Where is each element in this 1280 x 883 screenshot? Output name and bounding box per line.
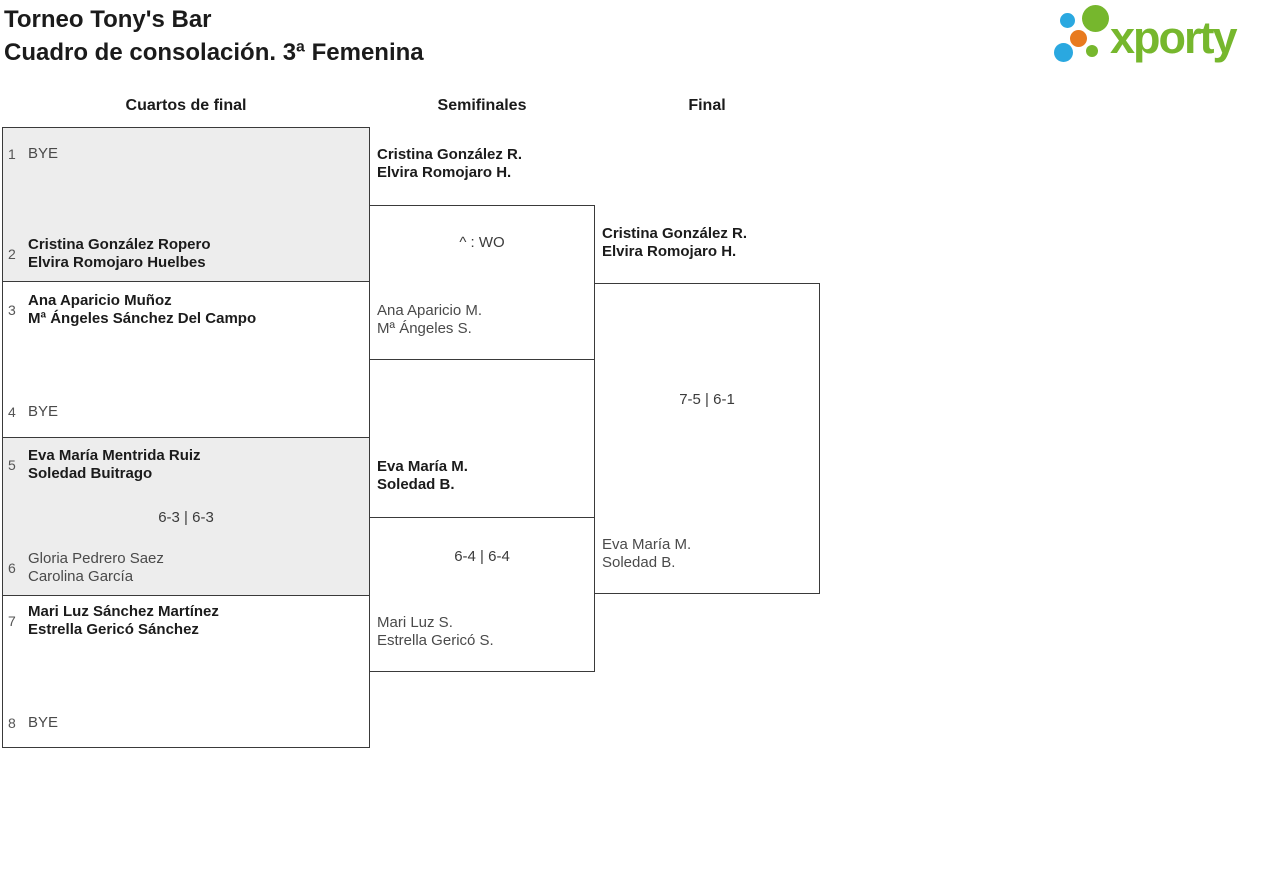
team-names: BYE [28,145,58,163]
team-name-line: BYE [28,714,59,731]
seed-number: 7 [8,613,16,629]
qf3-team-bottom: 6 Gloria Pedrero Saez Carolina García [8,550,164,586]
tournament-name: Torneo Tony's Bar [4,6,212,33]
team-names: Eva María M. Soledad B. [602,536,691,572]
team-name-line: Eva María M. [377,458,468,475]
team-name-line: Mª Ángeles S. [377,320,472,337]
team-name-line: Elvira Romojaro H. [377,164,512,181]
logo-dot-green-large-icon [1082,5,1109,32]
round-header-quarterfinals: Cuartos de final [125,97,247,114]
final-team-top: Cristina González R. Elvira Romojaro H. [602,225,747,261]
logo-dot-green-small-icon [1086,45,1098,57]
qf4-team-bottom: 8 BYE [8,714,58,732]
team-name-line: Ana Aparicio M. [377,302,483,319]
team-name-line: Estrella Gericó Sánchez [28,621,199,638]
qf1-team-bottom: 2 Cristina González Ropero Elvira Romoja… [8,236,211,272]
seed-number: 4 [8,404,16,420]
sf1-score: ^ : WO [459,234,505,251]
logo-dot-blue-top-icon [1060,13,1075,28]
team-names: Mari Luz S. Estrella Gericó S. [377,614,494,650]
team-name-line: Elvira Romojaro Huelbes [28,254,206,271]
seed-number: 5 [8,457,16,473]
team-name-line: BYE [28,145,59,162]
seed-number: 3 [8,302,16,318]
team-names: Cristina González R. Elvira Romojaro H. [377,146,522,182]
seed-number: 2 [8,246,16,262]
semifinal-1-box [369,205,595,360]
bracket-subtitle: Cuadro de consolación. 3ª Femenina [4,39,424,66]
team-names: Ana Aparicio Muñoz Mª Ángeles Sánchez De… [28,292,256,328]
team-name-line: Soledad B. [377,476,455,493]
round-header-semifinals: Semifinales [437,97,527,114]
seed-number: 1 [8,146,16,162]
sf1-team-bottom: Ana Aparicio M. Mª Ángeles S. [377,302,482,338]
team-name-line: Mari Luz Sánchez Martínez [28,603,219,620]
seed-number: 8 [8,715,16,731]
qf3-team-top: 5 Eva María Mentrida Ruiz Soledad Buitra… [8,447,201,483]
sf2-score: 6-4 | 6-4 [454,548,510,565]
team-names: Mari Luz Sánchez Martínez Estrella Geric… [28,603,219,639]
sf2-team-bottom: Mari Luz S. Estrella Gericó S. [377,614,494,650]
quarterfinal-match-1-box [3,128,369,281]
team-name-line: Carolina García [28,568,134,585]
qf4-team-top: 7 Mari Luz Sánchez Martínez Estrella Ger… [8,603,219,639]
team-name-line: Eva María M. [602,536,692,553]
final-team-bottom: Eva María M. Soledad B. [602,536,691,572]
team-name-line: BYE [28,403,59,420]
team-name-line: Mari Luz S. [377,614,453,631]
page-title: Torneo Tony's Bar Cuadro de consolación.… [4,3,424,69]
team-name-line: Mª Ángeles Sánchez Del Campo [28,310,257,327]
team-names: Ana Aparicio M. Mª Ángeles S. [377,302,482,338]
team-name-line: Estrella Gericó S. [377,632,494,649]
logo-dot-blue-bottom-icon [1054,43,1073,62]
team-name-line: Soledad Buitrago [28,465,153,482]
team-names: BYE [28,714,58,732]
team-name-line: Eva María Mentrida Ruiz [28,447,201,464]
final-box [594,283,820,594]
team-name-line: Elvira Romojaro H. [602,243,737,260]
qf2-team-top: 3 Ana Aparicio Muñoz Mª Ángeles Sánchez … [8,292,256,328]
team-name-line: Gloria Pedrero Saez [28,550,164,567]
qf1-team-top: 1 BYE [8,145,58,163]
team-name-line: Cristina González Ropero [28,236,211,253]
team-names: Eva María M. Soledad B. [377,458,468,494]
round-header-final: Final [688,97,726,114]
quarterfinal-match-3-box [3,437,369,595]
qf3-score: 6-3 | 6-3 [158,509,214,526]
team-names: Gloria Pedrero Saez Carolina García [28,550,164,586]
team-names: BYE [28,403,58,421]
team-name-line: Soledad B. [602,554,676,571]
team-name-line: Ana Aparicio Muñoz [28,292,172,309]
sf1-team-top: Cristina González R. Elvira Romojaro H. [377,146,522,182]
team-name-line: Cristina González R. [377,146,523,163]
final-score: 7-5 | 6-1 [679,391,735,408]
logo-dot-orange-icon [1070,30,1087,47]
logo-wordmark: xporty [1110,12,1238,63]
sf2-team-top: Eva María M. Soledad B. [377,458,468,494]
qf2-team-bottom: 4 BYE [8,403,58,421]
quarterfinal-match-2-box [3,281,369,437]
quarterfinals-column [2,127,370,748]
team-name-line: Cristina González R. [602,225,748,242]
team-names: Cristina González Ropero Elvira Romojaro… [28,236,211,272]
team-names: Eva María Mentrida Ruiz Soledad Buitrago [28,447,201,483]
semifinal-2-box [369,517,595,672]
team-names: Cristina González R. Elvira Romojaro H. [602,225,747,261]
seed-number: 6 [8,560,16,576]
quarterfinal-match-4-box [3,595,369,747]
xporty-logo[interactable]: xporty [1048,5,1280,67]
